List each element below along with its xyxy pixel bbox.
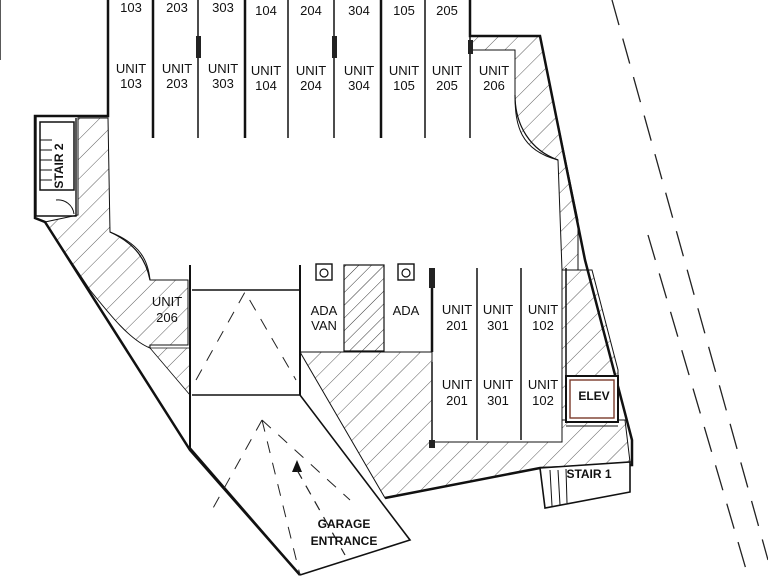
stall-label: UNIT	[296, 63, 326, 78]
elevator-label: ELEV	[578, 389, 609, 403]
top-stall-dividers	[151, 0, 473, 138]
stall-label: 102	[532, 393, 554, 408]
stall-label: UNIT	[528, 377, 558, 392]
stall-label: 201	[446, 393, 468, 408]
stall-top-number: 104	[255, 3, 277, 18]
stall-label: 303	[212, 76, 234, 91]
stair-2	[39, 121, 75, 215]
stall-label: 203	[166, 76, 188, 91]
stall-top-number: 203	[166, 0, 188, 15]
stall-label: UNIT	[208, 61, 238, 76]
stall-label: 201	[446, 318, 468, 333]
stall-label: 104	[255, 78, 277, 93]
hatched-zones	[44, 35, 631, 499]
stall-label: UNIT	[162, 61, 192, 76]
stair-1	[539, 461, 631, 509]
accessible-parking-icon	[315, 263, 333, 281]
stall-label: 304	[348, 78, 370, 93]
middle-stall-labels-upper: UNIT 201 UNIT 301 UNIT 102	[442, 302, 558, 333]
stall-label: 206	[156, 310, 178, 325]
stall-label: UNIT	[483, 377, 513, 392]
middle-stall-labels-lower: UNIT 201 UNIT 301 UNIT 102	[442, 377, 558, 408]
stall-label: UNIT	[442, 302, 472, 317]
stall-label: UNIT	[251, 63, 281, 78]
elevator	[565, 375, 619, 427]
garage-entrance-label: ENTRANCE	[311, 534, 378, 548]
stall-label: UNIT	[432, 63, 462, 78]
stall-label: UNIT	[152, 294, 182, 309]
stall-label: UNIT	[479, 63, 509, 78]
stall-label: 102	[532, 318, 554, 333]
stall-label: 105	[393, 78, 415, 93]
stall-label: UNIT	[389, 63, 419, 78]
stall-top-number: 304	[348, 3, 370, 18]
stall-label: 205	[436, 78, 458, 93]
stall-top-number: 204	[300, 3, 322, 18]
stair-2-label: STAIR 2	[52, 143, 66, 188]
stall-label: UNIT	[483, 302, 513, 317]
stair-1-label: STAIR 1	[566, 467, 611, 481]
ada-symbols	[315, 263, 415, 281]
stall-label: 206	[483, 78, 505, 93]
stall-label: 301	[487, 318, 509, 333]
stall-label: 204	[300, 78, 322, 93]
top-stall-labels: 103 UNIT 103 203 UNIT 203 303 UNIT 303 1…	[116, 0, 509, 93]
stall-label: UNIT	[344, 63, 374, 78]
ada-van-label: ADA	[311, 303, 338, 318]
stall-top-number: 303	[212, 0, 234, 15]
stall-label: 103	[120, 76, 142, 91]
stall-label: UNIT	[116, 61, 146, 76]
garage-ramp	[189, 265, 412, 576]
stall-label: UNIT	[442, 377, 472, 392]
ada-van-label: VAN	[311, 318, 337, 333]
stall-top-number: 205	[436, 3, 458, 18]
stall-label: 301	[487, 393, 509, 408]
stall-top-number: 103	[120, 0, 142, 15]
stall-top-number: 105	[393, 3, 415, 18]
garage-entrance-label: GARAGE	[318, 517, 371, 531]
stall-label: UNIT	[528, 302, 558, 317]
ada-label: ADA	[393, 303, 420, 318]
accessible-parking-icon	[397, 263, 415, 281]
property-line-dashes	[611, 0, 768, 576]
entry-arrow-icon	[292, 460, 302, 472]
